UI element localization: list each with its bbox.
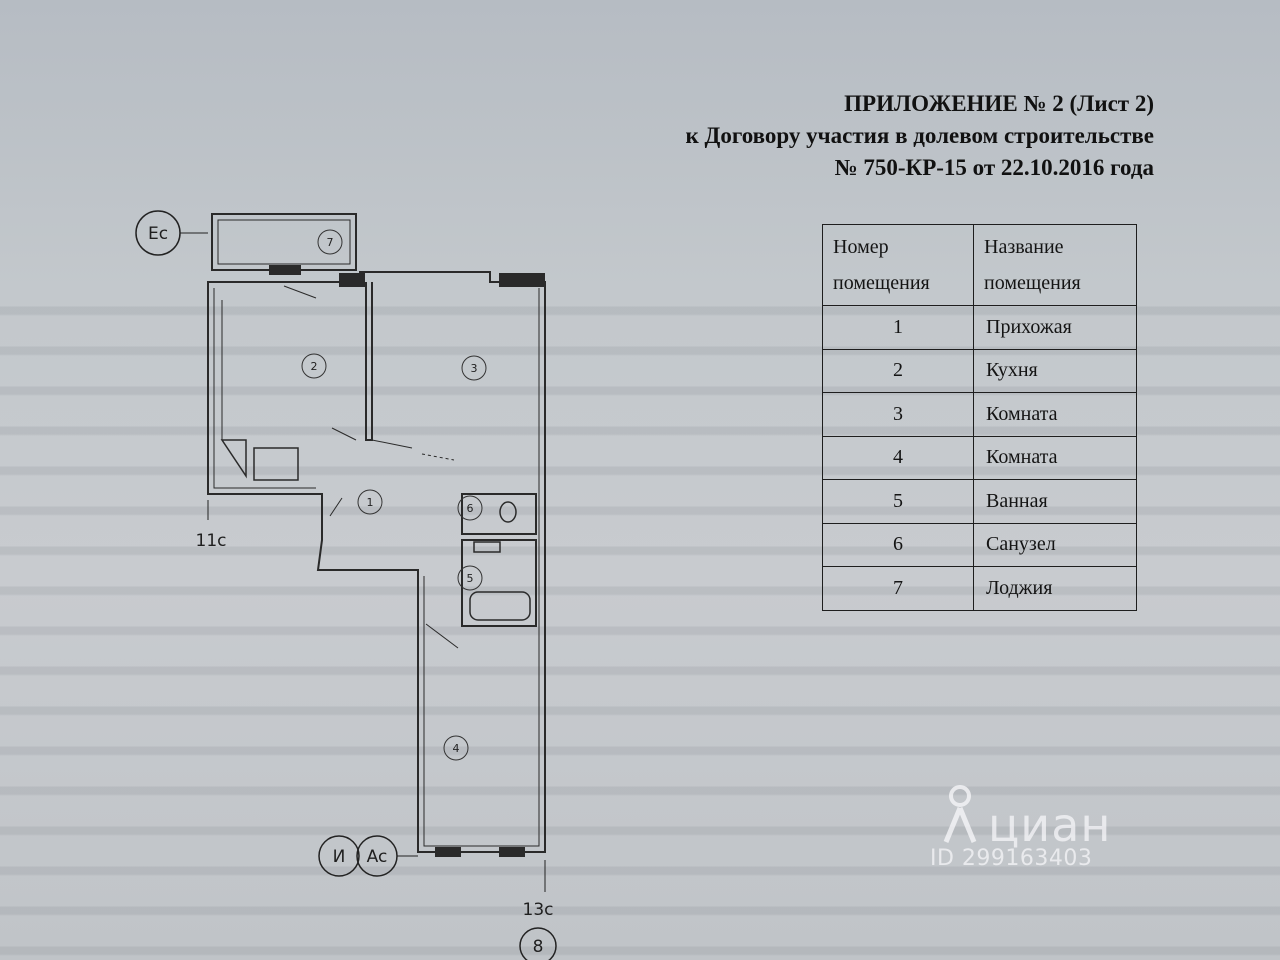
axis-label-13c: 13c [523, 900, 554, 920]
room-name: Комната [973, 435, 1137, 480]
washbasin [473, 541, 501, 553]
axis-label-i: И [333, 847, 346, 867]
location-pin-icon [943, 785, 977, 843]
axis-label-11c: 11c [196, 531, 227, 551]
window-mark [499, 847, 525, 857]
toilet [499, 501, 517, 523]
loggia-outline [211, 213, 357, 271]
room-name: Лоджия [973, 566, 1137, 611]
door-swing [283, 285, 317, 299]
document-heading: ПРИЛОЖЕНИЕ № 2 (Лист 2) к Договору участ… [686, 88, 1154, 184]
bathroom-wall [461, 539, 537, 627]
room-marker-label: 6 [467, 502, 474, 515]
window-mark [269, 265, 301, 275]
room-marker [461, 355, 487, 381]
door-swing [425, 623, 459, 649]
outer-wall-inner-left [213, 288, 316, 489]
axis-bubble [318, 835, 360, 877]
axis-label-8: 8 [533, 937, 544, 957]
toilet-room-wall [461, 493, 537, 535]
room-marker [457, 565, 483, 591]
room-marker-label: 7 [327, 236, 334, 249]
room-name: Комната [973, 392, 1137, 437]
outer-wall [207, 271, 546, 853]
room-marker-label: 2 [311, 360, 318, 373]
axis-label-ac: Ac [367, 847, 388, 867]
heading-contract: к Договору участия в долевом строительст… [685, 123, 1154, 148]
heading-appendix: ПРИЛОЖЕНИЕ № 2 (Лист 2) [844, 91, 1154, 116]
watermark-id: ID 299163403 [930, 846, 1093, 871]
room-name: Прихожая [973, 305, 1137, 350]
header-room-number: Номер помещения [822, 224, 974, 306]
room-number: 2 [822, 348, 974, 393]
window-mark [435, 847, 461, 857]
room-marker [443, 735, 469, 761]
room-number: 7 [822, 566, 974, 611]
watermark-brand: циан [988, 798, 1112, 852]
partition-kitchen-room3 [365, 282, 373, 441]
loggia-inner [217, 219, 351, 265]
outer-wall-inner-right [423, 288, 540, 847]
door-swing [331, 427, 357, 441]
room-number: 6 [822, 522, 974, 567]
door-swing [329, 497, 343, 517]
room-number: 4 [822, 435, 974, 480]
room-marker [317, 229, 343, 255]
room-name: Санузел [973, 522, 1137, 567]
header-room-name: Название помещения [973, 224, 1137, 306]
cian-watermark: циан ID 299163403 [930, 780, 1160, 880]
room-number: 3 [822, 392, 974, 437]
stove [253, 447, 299, 481]
room-number: 1 [822, 305, 974, 350]
room-number: 5 [822, 479, 974, 524]
bathtub [469, 591, 531, 621]
room-marker [301, 353, 327, 379]
room-marker-label: 4 [453, 742, 460, 755]
floor-plan: 1 2 3 4 5 6 7 Ec 11c И Ac 13c 8 [135, 210, 557, 960]
room-marker [457, 495, 483, 521]
corner-sink [220, 439, 247, 479]
room-marker-label: 5 [467, 572, 474, 585]
wall-segment [339, 273, 365, 287]
room-name: Ванная [973, 479, 1137, 524]
door-swing [421, 453, 455, 461]
room-name: Кухня [973, 348, 1137, 393]
partition-stub [371, 439, 413, 449]
room-marker [357, 489, 383, 515]
wall-segment [499, 273, 545, 287]
axis-label-ec: Ec [148, 224, 168, 244]
table-header-row: Номер помещения Название помещения [822, 224, 1137, 306]
heading-contract-number: № 750-КР-15 от 22.10.2016 года [834, 155, 1155, 180]
axis-bubble [519, 927, 557, 960]
room-marker-label: 1 [367, 496, 374, 509]
room-marker-label: 3 [471, 362, 478, 375]
